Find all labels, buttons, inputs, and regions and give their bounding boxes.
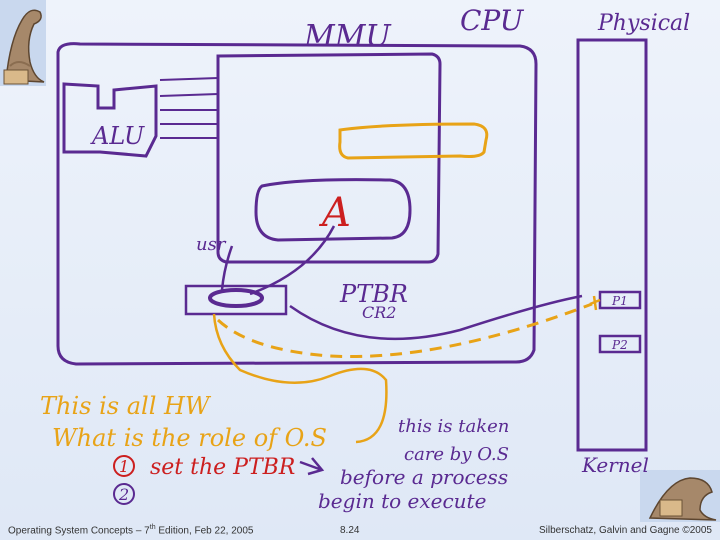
register-box	[184, 284, 288, 316]
p2-block	[598, 334, 642, 354]
cr2-label: CR2	[362, 303, 396, 322]
footer-left: Operating System Concepts – 7th Edition,…	[8, 524, 253, 536]
note-line-1: This is all HW	[40, 392, 212, 420]
arrow-to-p1	[289, 294, 583, 341]
footer-left-pre: Operating System Concepts – 7	[8, 525, 150, 536]
right-note-4: begin to execute	[318, 489, 486, 513]
footer-page-number: 8.24	[340, 525, 360, 536]
mmu-box	[216, 52, 442, 264]
arrow-a-to-register	[249, 225, 336, 296]
footer-right: Silberschatz, Galvin and Gagne ©2005	[538, 525, 712, 536]
note-line-2: What is the role of O.S	[52, 424, 327, 452]
arrow-to-note	[299, 457, 325, 476]
alu-wires	[159, 77, 219, 139]
dinosaur-logo-top-left-icon	[0, 0, 46, 86]
item-1-number: 1	[119, 457, 129, 476]
right-note-2: care by O.S	[404, 444, 509, 465]
p2-label: P2	[611, 338, 628, 352]
register-ellipse	[208, 288, 264, 308]
orange-note-arrow	[212, 313, 388, 444]
item-2-number: 2	[118, 485, 129, 504]
arrow-usr-to-register	[220, 245, 234, 291]
usr-label: usr	[196, 234, 227, 255]
p1-label: P1	[611, 294, 628, 308]
a-label: A	[318, 190, 351, 236]
physical-label: Physical	[597, 11, 690, 36]
orange-register-box	[338, 122, 489, 160]
physical-memory-box	[576, 38, 648, 452]
footer-left-sup: th	[149, 523, 156, 531]
ptbr-label: PTBR	[339, 280, 408, 308]
right-note-1: this is taken	[398, 416, 509, 437]
alu-label: ALU	[90, 122, 145, 150]
kernel-label: Kernel	[581, 453, 649, 477]
mmu-inner-box	[254, 178, 412, 242]
star-mark	[589, 295, 601, 311]
right-note-3: before a process	[340, 465, 508, 489]
item-2-circle	[113, 483, 135, 505]
cpu-label: CPU	[460, 4, 525, 37]
orange-dashed-path	[216, 302, 593, 359]
mmu-label: MMU	[303, 19, 392, 54]
item-1-text: set the PTBR	[150, 455, 295, 480]
alu-shape	[62, 82, 158, 158]
item-1-circle	[113, 455, 135, 477]
footer-left-post: Edition, Feb 22, 2005	[155, 525, 254, 536]
dinosaur-logo-bottom-right-icon	[640, 470, 720, 522]
cpu-box	[56, 42, 538, 366]
